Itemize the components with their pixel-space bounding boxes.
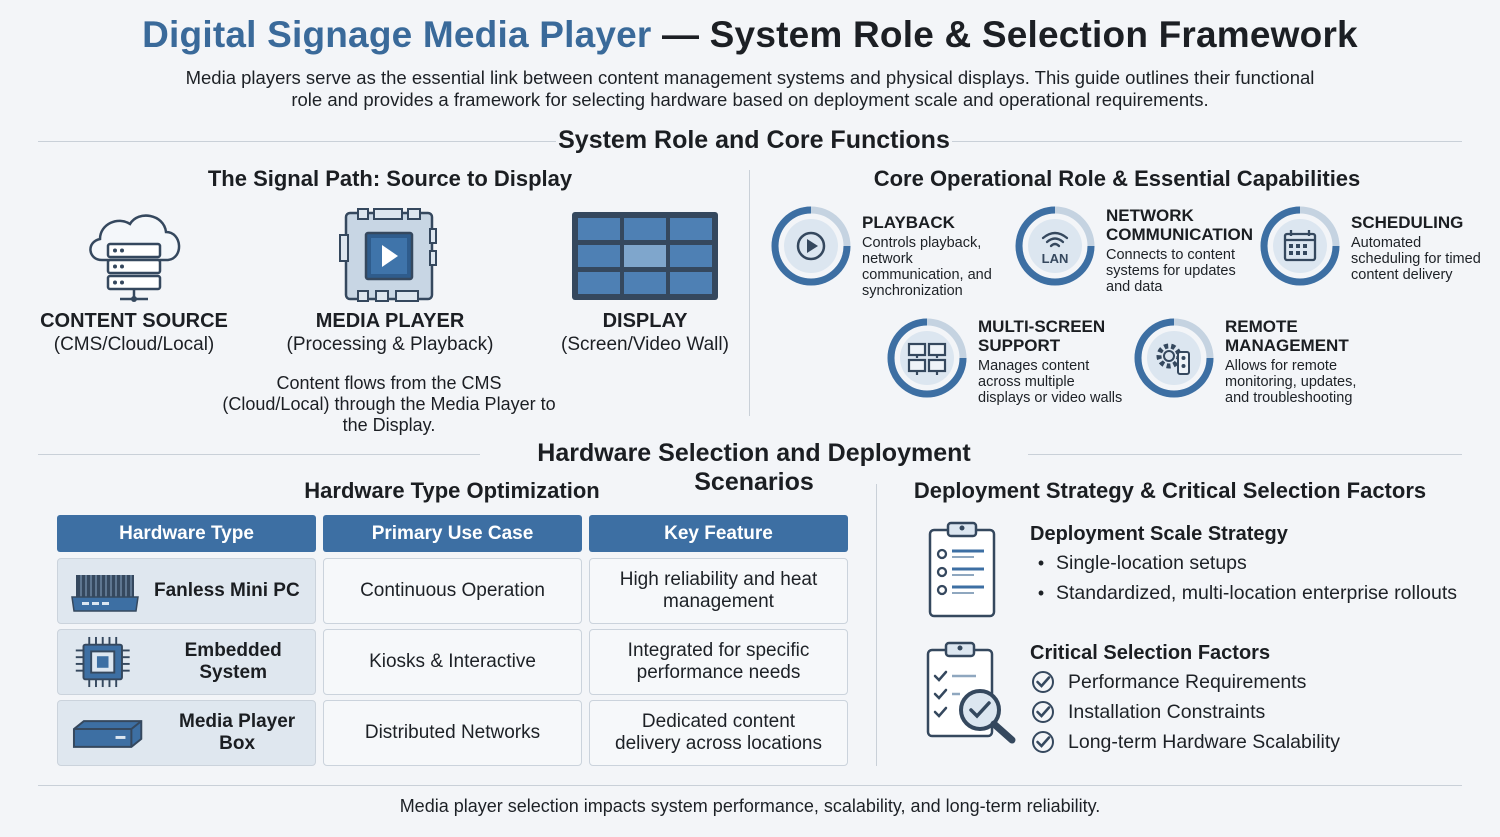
network-ring: LAN (1015, 206, 1095, 286)
footer-note: Media player selection impacts system pe… (399, 796, 1101, 816)
check-circle-icon (1032, 671, 1054, 693)
capability-multi-screen: MULTI-SCREEN SUPPORT Manages content acr… (978, 317, 1128, 406)
video-wall-icon (572, 212, 718, 300)
column-header-use-case: Primary Use Case (323, 515, 582, 552)
remote-ring (1134, 318, 1214, 398)
page-title: Digital Signage Media Player — System Ro… (0, 14, 1500, 56)
section2-rule-right (1028, 454, 1462, 455)
title-highlight: Digital Signage Media Player (142, 14, 652, 55)
table-row-1-feature: High reliability and heat management (589, 558, 848, 624)
capabilities-title: Core Operational Role & Essential Capabi… (873, 166, 1361, 191)
factor-item-3: Long-term Hardware Scalability (1030, 727, 1470, 757)
factor-item-1: Performance Requirements (1030, 667, 1470, 697)
column-header-key-feature: Key Feature (589, 515, 848, 552)
content-source-name: CONTENT SOURCE (40, 310, 228, 332)
column-header-hardware-type: Hardware Type (57, 515, 316, 552)
table-row-3-use: Distributed Networks (323, 700, 582, 766)
page-subtitle: Media players serve as the essential lin… (185, 67, 1315, 110)
deployment-title: Deployment Strategy & Critical Selection… (913, 478, 1427, 503)
playback-ring (771, 206, 851, 286)
display-name: DISPLAY (602, 310, 688, 332)
multi-screen-desc: Manages content across multiple displays… (978, 358, 1123, 406)
check-circle-icon (1032, 731, 1054, 753)
section1-title: System Role and Core Functions (558, 126, 950, 154)
table-row-1-use: Continuous Operation (323, 558, 582, 624)
remote-title: REMOTE MANAGEMENT (1225, 317, 1349, 355)
capability-remote: REMOTE MANAGEMENT Allows for remote moni… (1225, 317, 1375, 406)
scale-item-1-text: Single-location setups (1056, 552, 1247, 574)
section1-rule-right (952, 141, 1462, 142)
media-player-name: MEDIA PLAYER (315, 310, 465, 332)
playback-title: PLAYBACK (862, 213, 955, 232)
capability-scheduling: SCHEDULING Automated scheduling for time… (1351, 213, 1481, 283)
table-row-2-type: Embedded System (57, 629, 316, 695)
scale-item-2: • Standardized, multi-location enterprise… (1030, 578, 1470, 608)
title-rest: — System Role & Selection Framework (651, 14, 1358, 55)
chip-icon (75, 636, 130, 688)
network-title: NETWORK COMMUNICATION (1106, 206, 1253, 244)
selection-factors-block: Critical Selection Factors Performance R… (1030, 642, 1470, 757)
section2-divider (876, 484, 877, 766)
table-row-1-type: Fanless Mini PC (57, 558, 316, 624)
factor-item-2-text: Installation Constraints (1068, 701, 1266, 723)
factor-item-3-text: Long-term Hardware Scalability (1068, 731, 1341, 753)
deployment-scale-block: Deployment Scale Strategy • Single-locati… (1030, 523, 1470, 608)
table-row-3-feature: Dedicated content delivery across locati… (589, 700, 848, 766)
media-player-chip-icon (339, 208, 437, 302)
deployment-scale-title: Deployment Scale Strategy (1030, 523, 1288, 545)
section1-rule-left (38, 141, 556, 142)
scheduling-title: SCHEDULING (1351, 213, 1464, 232)
hardware-title: Hardware Type Optimization (304, 478, 600, 503)
display-node: DISPLAY (Screen/Video Wall) (545, 310, 745, 356)
signal-path-title: The Signal Path: Source to Display (207, 166, 573, 191)
factor-item-1-text: Performance Requirements (1068, 671, 1307, 693)
capability-network: NETWORK COMMUNICATION Connects to conten… (1106, 206, 1256, 295)
multi-screen-title: MULTI-SCREEN SUPPORT (978, 317, 1106, 355)
signal-path-note: Content flows from the CMS (Cloud/Local)… (222, 373, 556, 435)
scale-item-2-text: Standardized, multi-location enterprise … (1056, 582, 1458, 604)
multi-screen-icon (907, 342, 947, 375)
network-desc: Connects to content systems for updates … (1106, 247, 1236, 295)
content-source-node: CONTENT SOURCE (CMS/Cloud/Local) (34, 310, 234, 356)
media-player-detail: (Processing & Playback) (286, 334, 494, 355)
capability-playback: PLAYBACK Controls playback, network comm… (862, 213, 1017, 299)
scheduling-ring (1260, 206, 1340, 286)
display-detail: (Screen/Video Wall) (561, 334, 729, 355)
section2-title: Hardware Selection and Deployment Scenar… (537, 439, 971, 496)
mini-pc-icon (71, 575, 139, 612)
selection-factors-title: Critical Selection Factors (1030, 642, 1271, 664)
factor-item-2: Installation Constraints (1030, 697, 1470, 727)
media-player-node: MEDIA PLAYER (Processing & Playback) (270, 310, 510, 356)
clipboard-list-icon (928, 521, 996, 618)
multi-screen-ring (887, 318, 967, 398)
player-box-icon (72, 720, 143, 748)
hardware-type-1: Fanless Mini PC (154, 580, 300, 601)
playback-desc: Controls playback, network communication… (862, 235, 992, 299)
wifi-lan-icon (1041, 231, 1069, 248)
scale-item-1: • Single-location setups (1030, 548, 1470, 578)
hardware-type-2: Embedded System (184, 640, 282, 683)
bullet-icon: • (1037, 553, 1045, 573)
hardware-type-3: Media Player Box (179, 711, 296, 754)
play-icon (796, 231, 826, 261)
check-circle-icon (1032, 701, 1054, 723)
table-row-3-type: Media Player Box (57, 700, 316, 766)
remote-gear-icon (1156, 343, 1190, 375)
clipboard-magnifier-icon (926, 641, 1016, 744)
table-row-2-use: Kiosks & Interactive (323, 629, 582, 695)
calendar-icon (1283, 230, 1317, 262)
bullet-icon: • (1037, 583, 1045, 603)
section1-divider (749, 170, 750, 416)
content-source-detail: (CMS/Cloud/Local) (53, 334, 215, 355)
lan-text: LAN (1042, 251, 1069, 266)
footer-rule (38, 785, 1462, 786)
scheduling-desc: Automated scheduling for timed content d… (1351, 235, 1481, 283)
table-row-2-feature: Integrated for specific performance need… (589, 629, 848, 695)
cloud-server-icon (89, 214, 181, 302)
section2-rule-left (38, 454, 480, 455)
remote-desc: Allows for remote monitoring, updates, a… (1225, 358, 1357, 406)
